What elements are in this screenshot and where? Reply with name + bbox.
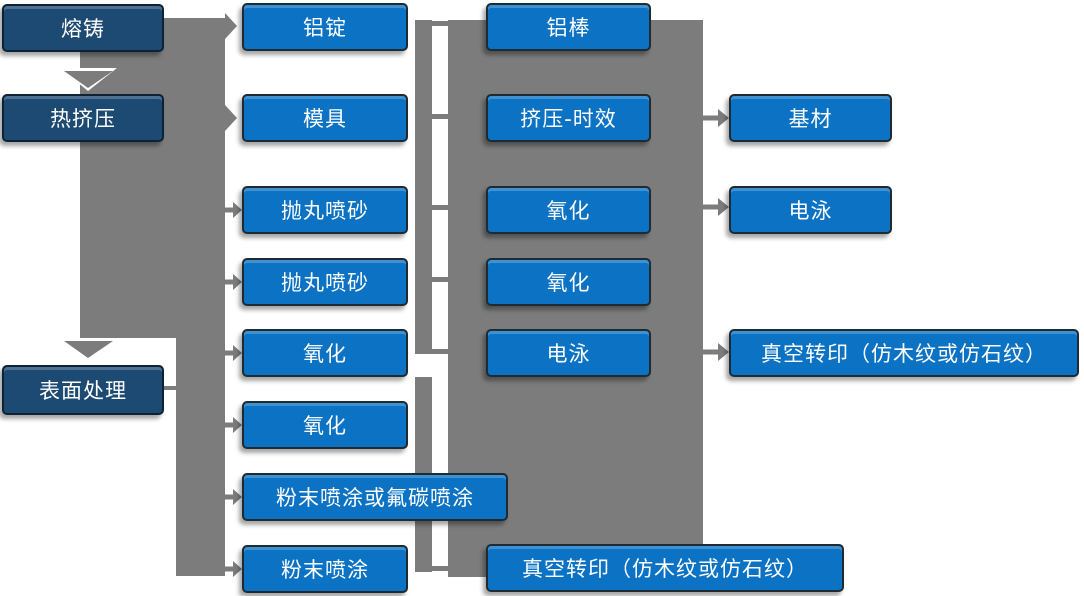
connector-stub xyxy=(163,386,176,390)
node-oxidation-4: 氧化 xyxy=(486,258,651,306)
node-oxidation-1: 氧化 xyxy=(242,329,408,377)
left-thin-arrows xyxy=(225,202,242,577)
arrow-down-icon xyxy=(64,71,113,88)
node-shot-blast-2: 抛丸喷砂 xyxy=(242,258,408,306)
node-mold: 模具 xyxy=(242,94,408,142)
node-base-material: 基材 xyxy=(729,94,892,142)
arrow-right-icon xyxy=(225,105,237,131)
node-shot-blast-1: 抛丸喷砂 xyxy=(242,186,408,234)
node-al-rod: 铝棒 xyxy=(486,3,651,51)
node-surface-treatment: 表面处理 xyxy=(2,365,164,415)
arrow-down-icon xyxy=(64,341,113,358)
node-electrophoresis-1: 电泳 xyxy=(486,329,651,377)
node-al-ingot: 铝锭 xyxy=(242,3,408,51)
left-flow-band-lower xyxy=(176,18,225,576)
node-vacuum-transfer-print-right: 真空转印（仿木纹或仿石纹） xyxy=(729,329,1079,377)
node-oxidation-2: 氧化 xyxy=(242,401,408,449)
node-vacuum-transfer-print-bottom: 真空转印（仿木纹或仿石纹） xyxy=(486,544,844,592)
node-powder-or-fluorocarbon-coating: 粉末喷涂或氟碳喷涂 xyxy=(242,473,508,521)
bus-bar-upper xyxy=(415,20,432,354)
node-hot-extrusion: 热挤压 xyxy=(2,94,164,142)
node-extrusion-aging: 挤压-时效 xyxy=(486,94,651,142)
node-oxidation-3: 氧化 xyxy=(486,186,651,234)
node-melt-cast: 熔铸 xyxy=(2,4,164,52)
node-powder-coating: 粉末喷涂 xyxy=(242,545,408,593)
bus-stubs xyxy=(432,21,448,571)
arrow-right-icon xyxy=(225,13,237,39)
right-thin-arrows xyxy=(703,109,729,361)
node-electrophoresis-2: 电泳 xyxy=(729,186,892,234)
